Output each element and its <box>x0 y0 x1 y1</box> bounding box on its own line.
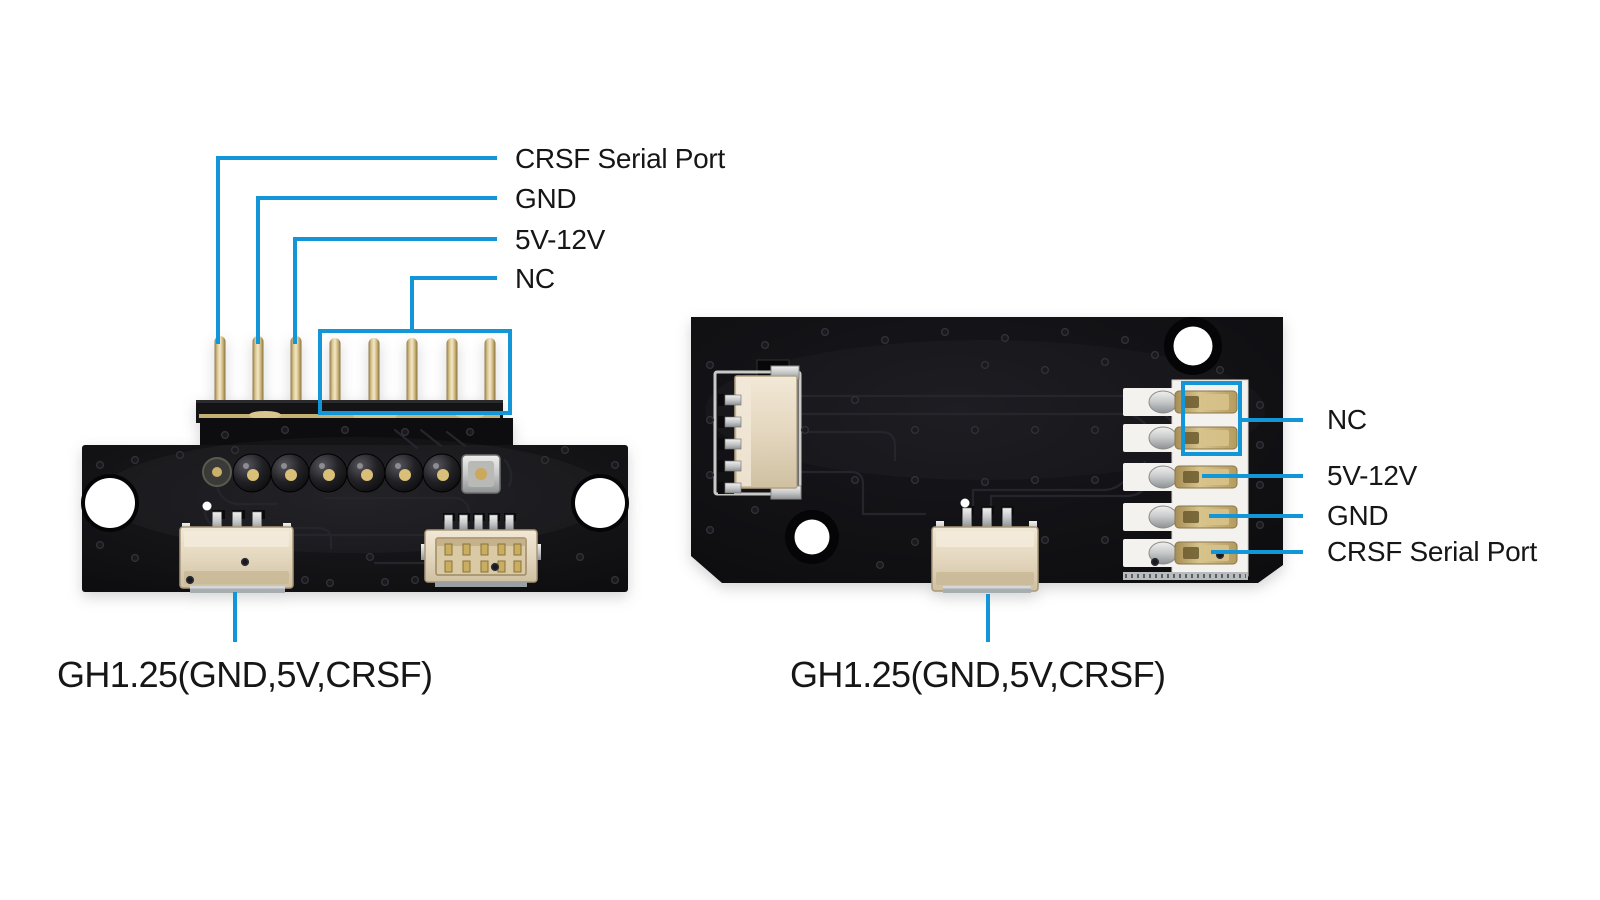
callout-line-gh-back <box>986 594 990 642</box>
pin-label-nc-front: NC <box>515 263 555 294</box>
callout-line-5v-vertical <box>293 237 297 344</box>
nc-pins-highlight-box-back <box>1181 381 1242 456</box>
solder-joints <box>202 453 501 494</box>
callout-line-nc-vertical <box>410 276 414 333</box>
callout-line-gnd-back <box>1209 514 1303 518</box>
via-dots-back <box>705 327 1265 570</box>
callout-line-nc-back <box>1241 418 1303 422</box>
pin-label-crsf-front: CRSF Serial Port <box>515 143 725 174</box>
callout-line-gnd-horizontal <box>256 196 497 200</box>
jst-10pin-connector <box>421 513 541 587</box>
pin-header-back-housing <box>1123 379 1249 580</box>
pin-label-gnd-front: GND <box>515 183 577 214</box>
pin-label-gnd-back: GND <box>1327 500 1389 531</box>
mounting-hole-left <box>81 474 139 532</box>
pin-label-5v-front: 5V-12V <box>515 224 606 255</box>
pcb-front-view <box>81 336 629 593</box>
header-contacts <box>1148 390 1238 565</box>
pin-label-5v-back: 5V-12V <box>1327 460 1418 491</box>
gh125-connector-back <box>931 498 1039 593</box>
callout-line-crsf-horizontal <box>216 156 497 160</box>
callout-line-5v-back <box>1202 474 1303 478</box>
pcb-back-view <box>691 317 1283 593</box>
pin-label-nc-back: NC <box>1327 404 1367 435</box>
via-dots-front <box>95 425 620 588</box>
callout-line-crsf-vertical <box>216 156 220 344</box>
callout-line-gnd-vertical <box>256 196 260 344</box>
callout-line-gh-front <box>233 592 237 642</box>
nc-pins-highlight-box-front <box>318 329 512 415</box>
mounting-hole-topright <box>1164 317 1222 375</box>
callout-line-nc-horizontal <box>410 276 497 280</box>
callout-line-5v-horizontal <box>293 237 497 241</box>
gh125-connector-label-front: GH1.25(GND,5V,CRSF) <box>57 654 433 695</box>
gh125-connector-front <box>179 501 294 593</box>
pin-label-crsf-back: CRSF Serial Port <box>1327 536 1537 567</box>
mounting-hole-right <box>571 474 629 532</box>
gh125-connector-label-back: GH1.25(GND,5V,CRSF) <box>790 654 1166 695</box>
callout-line-crsf-back <box>1211 550 1303 554</box>
pin-header-pins <box>214 336 496 408</box>
mounting-hole-bottomleft <box>785 510 839 564</box>
jst-10pin-connector-back <box>713 359 802 500</box>
